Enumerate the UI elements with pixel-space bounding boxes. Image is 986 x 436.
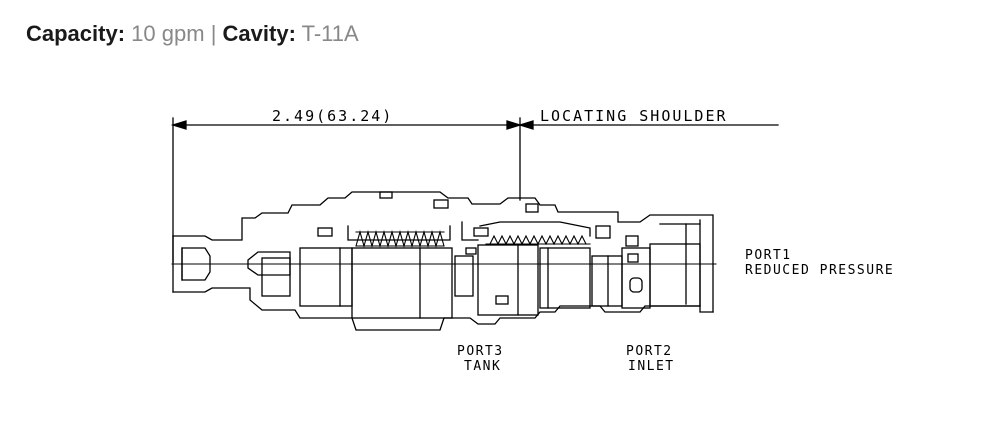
dimension-label: 2.49(63.24) [272, 107, 393, 125]
capacity-value: 10 gpm [131, 21, 205, 46]
cavity-label: Cavity: [222, 21, 296, 46]
valve-spool [247, 243, 701, 319]
capacity-label: Capacity: [26, 21, 126, 46]
locating-shoulder-label: LOCATING SHOULDER [540, 107, 728, 125]
valve-body-outline [172, 191, 714, 331]
port1-label: PORT1 [745, 248, 792, 263]
port1-description: REDUCED PRESSURE [745, 263, 894, 278]
port2-label: PORT2 [626, 344, 673, 359]
internal-passages [347, 219, 701, 307]
port2-description: INLET [628, 359, 675, 374]
cavity-value: T-11A [301, 21, 359, 46]
spring-right [485, 234, 591, 246]
port3-description: TANK [464, 359, 501, 374]
spring-left [355, 229, 445, 249]
port3-label: PORT3 [457, 344, 504, 359]
spec-line: Capacity: 10 gpm | Cavity: T-11A [26, 18, 359, 50]
spec-separator: | [210, 21, 217, 46]
